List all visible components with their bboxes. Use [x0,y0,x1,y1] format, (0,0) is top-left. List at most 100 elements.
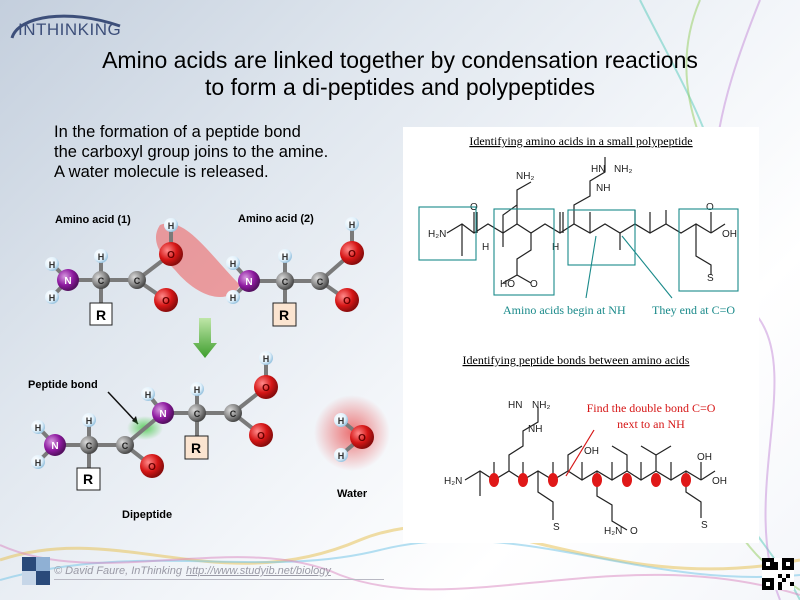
atom-n [57,269,79,291]
chem-label: NH [528,424,542,435]
atom-o-label: O [343,296,351,307]
amino-acid-boxes [418,206,739,299]
chem-label: H₂N [444,476,462,487]
atom-c-label: C [86,441,93,451]
atom-o [335,288,359,312]
chem-label: S [553,522,560,533]
atom-c [80,436,98,454]
chem-label: OH [584,446,599,457]
atom-h [334,448,348,462]
water-removal-glow [155,223,240,297]
atom-c-label: C [194,409,201,419]
atom-h [94,249,108,263]
atom-o [340,241,364,265]
chem-label: O [630,526,638,537]
atom-o-label: O [148,462,156,473]
backbone-top [446,223,712,234]
atom-h [141,387,155,401]
atom-c-label: C [98,276,105,286]
chem-label: H [482,242,489,253]
atom-h [164,218,178,232]
chem-label: S [701,520,708,531]
atom-o [249,423,273,447]
chem-label: NH [596,183,610,194]
intro-line-1: In the formation of a peptide bond [54,123,301,141]
atom-o [154,288,178,312]
atom-h-label: H [35,458,42,468]
footer-credit-text: © David Faure, InThinking [54,565,182,577]
condensation-diagram: Amino acid (1) Amino acid (2) H H H H N … [28,213,390,521]
atom-h-label: H [230,293,237,303]
page-title: Amino acids are linked together by conde… [40,47,760,101]
atom-n [238,270,260,292]
intro-line-2: the carboxyl group joins to the amine. [54,143,329,161]
label-end-at-co: They end at C=O [652,303,735,317]
chem-label: OH [697,452,712,463]
heading-identify-peptide-bonds: Identifying peptide bonds between amino … [463,353,690,367]
title-line-1: Amino acids are linked together by conde… [102,47,698,73]
atom-h [190,382,204,396]
atom-c [276,272,294,290]
qr-code-icon[interactable] [762,558,794,590]
atom-c [311,272,329,290]
intro-line-3: A water molecule is released. [54,163,269,181]
r-group-label: R [83,471,93,487]
atom-h-label: H [49,293,56,303]
atom-o-label: O [257,431,265,442]
atom-h-label: H [349,220,356,230]
heading-identify-amino-acids: Identifying amino acids in a small polyp… [469,134,692,148]
atom-c [128,271,146,289]
atom-h [31,420,45,434]
peptide-bond-highlights [489,473,691,487]
atom-c [188,404,206,422]
r-group-label: R [279,307,289,323]
footer-square [22,571,36,585]
chem-label: H [552,242,559,253]
label-dipeptide: Dipeptide [122,509,172,521]
atom-h [334,413,348,427]
chem-label: HO [500,279,515,290]
backbone-bottom [464,470,702,481]
footer-square [22,557,36,571]
atom-o-label: O [348,249,356,260]
atom-o-label: O [358,433,366,444]
r-group-label: R [96,307,106,323]
atom-n-label: N [245,277,252,288]
atom-h-label: H [49,260,56,270]
atom-h [226,290,240,304]
amino-acid-2-bonds [231,224,354,310]
note-line-2: next to an NH [617,417,685,431]
atom-n-label: N [51,441,58,452]
note-line-1: Find the double bond C=O [587,401,716,415]
r-group [76,467,101,491]
peptide-bond-pointer [107,391,139,425]
atom-h [45,257,59,271]
atom-h-label: H [145,390,152,400]
title-line-2: to form a di-peptides and polypeptides [205,74,595,100]
atom-o [254,375,278,399]
logo-text: INTHINKING [18,20,122,39]
atom-h [82,413,96,427]
side-chains-top [461,157,726,284]
atom-c-label: C [282,277,289,287]
atom-n [44,434,66,456]
footer-url-link[interactable]: http://www.studyib.net/biology [185,565,331,577]
footer-divider [54,579,384,580]
atom-h [226,256,240,270]
chem-label: H₂N [428,229,446,240]
atom-o [140,454,164,478]
atom-h-label: H [263,354,270,364]
chem-label: O [530,279,538,290]
atom-h-label: H [230,259,237,269]
atom-c [116,436,134,454]
atom-h [278,249,292,263]
atom-o-label: O [262,383,270,394]
label-water: Water [337,488,368,500]
atom-h [259,351,273,365]
atom-h [45,290,59,304]
atom-h [345,217,359,231]
atom-h-label: H [86,416,93,426]
label-amino-acid-1: Amino acid (1) [55,214,131,226]
